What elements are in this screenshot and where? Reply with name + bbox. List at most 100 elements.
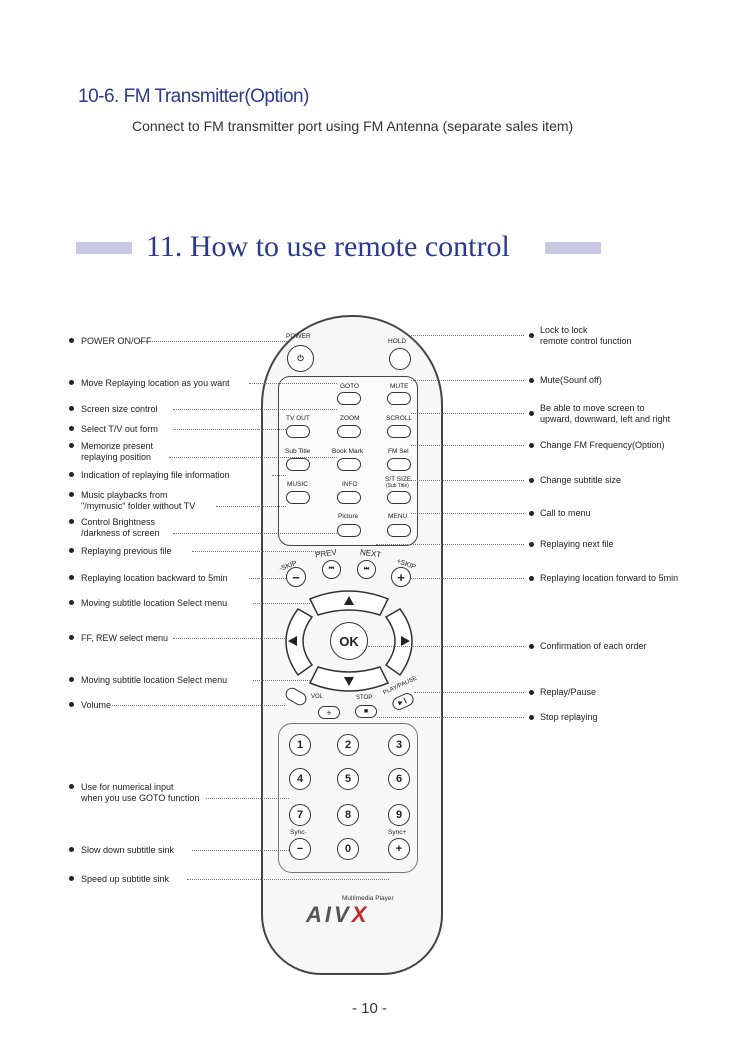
mute-button[interactable] <box>387 392 411 405</box>
subtitle-button[interactable] <box>286 458 310 471</box>
bullet-dot <box>69 443 74 448</box>
leader-line <box>377 717 524 718</box>
left-annotation-text: POWER ON/OFF <box>81 336 152 346</box>
plus-icon: + <box>326 707 332 718</box>
bullet-dot <box>69 600 74 605</box>
bullet-dot <box>69 519 74 524</box>
minus-icon: − <box>292 569 300 585</box>
goto-label: GOTO <box>340 383 360 390</box>
left-annotation-text: Indication of replaying file information <box>81 470 230 480</box>
volume-up-button[interactable]: + <box>318 706 340 719</box>
down-arrow-icon <box>344 677 354 686</box>
digit-7-button[interactable]: 7 <box>289 804 311 826</box>
hold-button[interactable] <box>389 348 411 370</box>
left-annotation-text: Move Replaying location as you want <box>81 378 230 388</box>
bullet-dot <box>529 715 534 720</box>
music-button[interactable] <box>286 491 310 504</box>
sync-minus-label: Sync- <box>290 829 307 836</box>
digit-0-button[interactable]: 0 <box>337 838 359 860</box>
bullet-dot <box>69 575 74 580</box>
plus-icon: + <box>397 569 405 585</box>
leader-line <box>248 383 337 384</box>
left-annotation-text: Memorize present replaying position <box>81 441 154 462</box>
digit-1-button[interactable]: 1 <box>289 734 311 756</box>
bullet-dot <box>69 548 74 553</box>
prev-button[interactable]: ⏮ <box>322 560 341 579</box>
leader-line <box>253 680 310 681</box>
digit-4-button[interactable]: 4 <box>289 768 311 790</box>
left-arrow-icon <box>288 636 297 646</box>
leader-line <box>192 551 322 552</box>
up-arrow-icon <box>344 596 354 605</box>
tvout-button[interactable] <box>286 425 310 438</box>
right-annotation-text: Replaying next file <box>540 539 614 549</box>
next-button[interactable]: ⏭ <box>357 560 376 579</box>
sync-minus-button[interactable]: − <box>289 838 311 860</box>
digit-8-button[interactable]: 8 <box>337 804 359 826</box>
ok-button[interactable]: OK <box>330 622 368 660</box>
bullet-dot <box>69 338 74 343</box>
minus-icon: − <box>296 843 304 855</box>
digit-9-button[interactable]: 9 <box>388 804 410 826</box>
nav-right-button[interactable] <box>384 608 413 677</box>
right-annotation-text: Call to menu <box>540 508 591 518</box>
right-annotation-text: Change subtitle size <box>540 475 622 485</box>
heading-bar-right <box>545 242 601 254</box>
bookmark-button[interactable] <box>337 458 361 471</box>
bullet-dot <box>69 380 74 385</box>
navigation-pad <box>285 590 413 692</box>
left-annotation-text: Screen size control <box>81 404 158 414</box>
bullet-dot <box>529 690 534 695</box>
play-pause-icon: ▶❙ <box>397 697 409 707</box>
goto-button[interactable] <box>337 392 361 405</box>
plus-icon: + <box>395 843 403 855</box>
leader-line <box>187 879 389 880</box>
digit-5-button[interactable]: 5 <box>337 768 359 790</box>
sync-plus-button[interactable]: + <box>388 838 410 860</box>
leader-line <box>411 513 524 514</box>
leader-line <box>173 638 285 639</box>
zoom-label: ZOOM <box>340 415 360 422</box>
digit-2-button[interactable]: 2 <box>337 734 359 756</box>
bullet-dot <box>69 847 74 852</box>
scroll-label: SCROLL <box>386 415 413 422</box>
stop-button[interactable]: ■ <box>355 705 377 718</box>
heading-bar-left <box>76 242 132 254</box>
sync-plus-label: Sync+ <box>388 829 407 836</box>
right-annotation-text: Replay/Pause <box>540 687 597 697</box>
info-button[interactable] <box>337 491 361 504</box>
section-10-description: Connect to FM transmitter port using FM … <box>132 118 574 134</box>
menu-button[interactable] <box>387 524 411 537</box>
bullet-dot <box>69 677 74 682</box>
nav-left-button[interactable] <box>285 608 314 677</box>
digit-6-button[interactable]: 6 <box>388 768 410 790</box>
stop-icon: ■ <box>363 708 369 715</box>
previous-track-icon: ⏮ <box>328 566 335 572</box>
brand-logo: AIVX <box>306 902 369 928</box>
leader-line <box>414 692 524 693</box>
leader-line <box>168 457 337 458</box>
bullet-dot <box>529 478 534 483</box>
leader-line <box>253 603 310 604</box>
subtitle-label: Sub Title <box>285 448 311 455</box>
power-button[interactable]: ⏻ <box>287 345 314 372</box>
digit-3-button[interactable]: 3 <box>388 734 410 756</box>
scroll-button[interactable] <box>387 425 411 438</box>
zoom-button[interactable] <box>337 425 361 438</box>
picture-button[interactable] <box>337 524 361 537</box>
stsize-button[interactable] <box>387 491 411 504</box>
leader-line <box>272 475 286 476</box>
right-annotation-text: Confirmation of each order <box>540 641 647 651</box>
fmsel-button[interactable] <box>387 458 411 471</box>
leader-line <box>112 705 285 706</box>
plus-skip-button[interactable]: + <box>391 567 411 587</box>
leader-line <box>411 445 524 446</box>
vol-label: VOL <box>311 694 324 700</box>
left-annotation-text: Replaying location backward to 5min <box>81 573 228 583</box>
left-annotation-text: Moving subtitle location Select menu <box>81 675 228 685</box>
bullet-dot <box>69 492 74 497</box>
minus-skip-button[interactable]: − <box>286 567 306 587</box>
leader-line <box>206 798 289 799</box>
leader-line <box>368 646 524 647</box>
right-annotation-text: Replaying location forward to 5min <box>540 573 679 583</box>
